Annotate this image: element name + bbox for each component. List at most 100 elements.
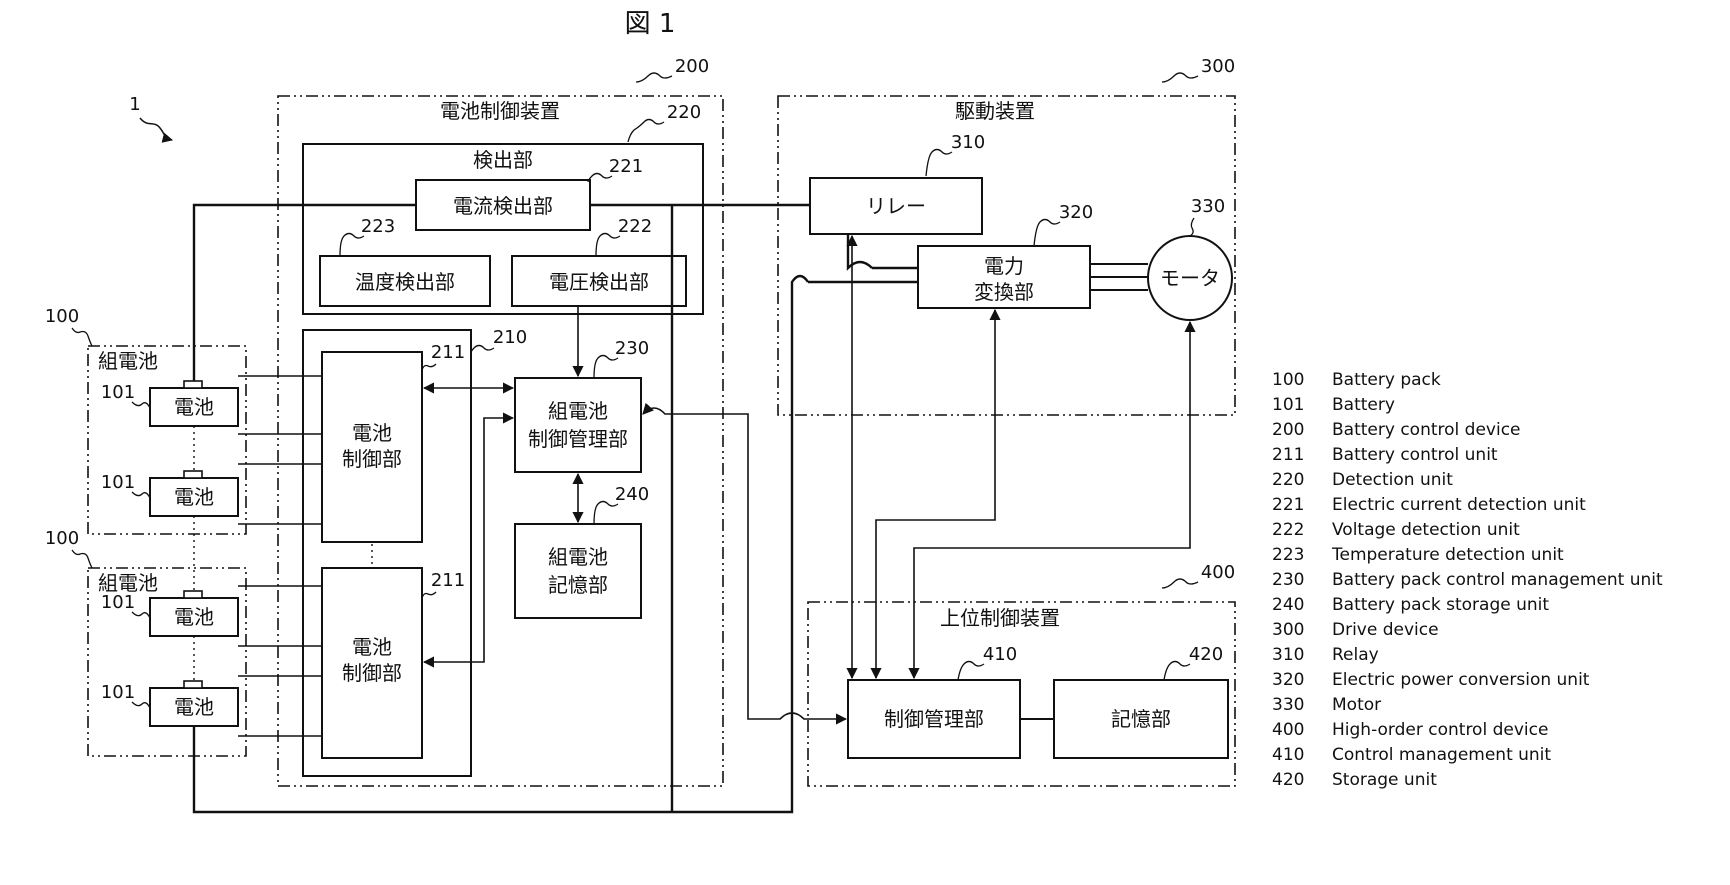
legend-text: High-order control device	[1332, 720, 1548, 740]
legend-number: 220	[1272, 470, 1304, 490]
ref-1: 1	[129, 94, 140, 115]
battery-control-unit-top-line1: 電池	[352, 421, 392, 445]
legend-text: Battery control device	[1332, 420, 1521, 440]
battery-1-label: 電池	[174, 395, 214, 419]
legend-number: 230	[1272, 570, 1304, 590]
legend-text: Electric power conversion unit	[1332, 670, 1590, 690]
legend-number: 310	[1272, 645, 1304, 665]
pack-management-ref: 230	[615, 338, 649, 359]
legend-number: 222	[1272, 520, 1304, 540]
battery-control-device-ref: 200	[675, 56, 709, 77]
motor-label: モータ	[1160, 266, 1220, 290]
battery-control-unit-bottom-line2: 制御部	[342, 661, 402, 685]
motor-ref: 330	[1191, 196, 1225, 217]
legend-text: Electric current detection unit	[1332, 495, 1586, 515]
legend-text: Motor	[1332, 695, 1381, 715]
battery-1-ref: 101	[101, 382, 135, 403]
battery-control-unit-bottom: 電池 制御部 211	[322, 568, 465, 758]
pack-management-line1: 組電池	[548, 399, 608, 423]
ref-1-leader	[140, 118, 172, 140]
battery-3-label: 電池	[174, 605, 214, 629]
legend-text: Control management unit	[1332, 745, 1551, 765]
drive-device-label: 駆動装置	[955, 99, 1035, 123]
pack-storage-ref: 240	[615, 484, 649, 505]
storage-ref: 420	[1189, 644, 1223, 665]
storage-unit: 記憶部 420	[1054, 644, 1228, 758]
high-order-control-device-ref: 400	[1201, 562, 1235, 583]
temperature-detection-ref: 223	[361, 216, 395, 237]
battery-3-ref: 101	[101, 592, 135, 613]
legend-text: Battery pack control management unit	[1332, 570, 1663, 590]
battery-control-unit-bottom-ref: 211	[431, 570, 465, 591]
legend-text: Temperature detection unit	[1331, 545, 1564, 565]
pack-management-unit: 組電池 制御管理部 230	[515, 338, 649, 472]
battery-3: 電池 101	[101, 591, 238, 636]
high-order-control-device-ref-leader	[1162, 579, 1198, 588]
legend-number: 200	[1272, 420, 1304, 440]
legend-text: Drive device	[1332, 620, 1439, 640]
legend-number: 420	[1272, 770, 1304, 790]
battery-control-device-label: 電池制御装置	[440, 99, 560, 123]
battery-4: 電池 101	[101, 681, 238, 726]
sense-lines	[238, 376, 322, 736]
legend-number: 221	[1272, 495, 1304, 515]
drive-device-ref-leader	[1162, 73, 1198, 82]
power-conversion-line2: 変換部	[974, 280, 1034, 304]
power-conversion-line1: 電力	[984, 254, 1024, 278]
voltage-detection-label: 電圧検出部	[549, 270, 649, 294]
relay-label: リレー	[866, 194, 926, 218]
legend-text: Battery pack storage unit	[1332, 595, 1549, 615]
battery-control-unit-top-ref: 211	[431, 342, 465, 363]
battery-2-ref: 101	[101, 472, 135, 493]
relay-ref: 310	[951, 132, 985, 153]
power-conversion-ref: 320	[1059, 202, 1093, 223]
drive-device-group: 駆動装置 300	[778, 56, 1235, 415]
legend-text: Battery control unit	[1332, 445, 1498, 465]
drive-device-ref: 300	[1201, 56, 1235, 77]
voltage-detection-ref: 222	[618, 216, 652, 237]
battery-control-unit-top: 電池 制御部 211	[322, 342, 465, 542]
legend-number: 300	[1272, 620, 1304, 640]
current-detection-ref: 221	[609, 156, 643, 177]
pack-storage-line2: 記憶部	[548, 573, 608, 597]
legend-text: Relay	[1332, 645, 1379, 665]
legend-number: 320	[1272, 670, 1304, 690]
battery-4-label: 電池	[174, 695, 214, 719]
battery-2: 電池 101	[101, 471, 238, 516]
legend-number: 400	[1272, 720, 1304, 740]
high-order-control-device-label: 上位制御装置	[940, 606, 1060, 630]
pack-storage-unit: 組電池 記憶部 240	[515, 484, 649, 618]
legend-text: Voltage detection unit	[1332, 520, 1520, 540]
legend-text: Detection unit	[1332, 470, 1453, 490]
legend-text: Battery	[1332, 395, 1395, 415]
temperature-detection-label: 温度検出部	[355, 270, 455, 294]
battery-pack-top-ref-leader	[72, 328, 92, 346]
current-detection-label: 電流検出部	[453, 194, 553, 218]
legend-text: Battery pack	[1332, 370, 1441, 390]
battery-control-device-ref-leader	[636, 73, 672, 82]
storage-label: 記憶部	[1111, 707, 1171, 731]
control-management-unit: 制御管理部 410	[848, 644, 1020, 758]
relay-unit: リレー 310	[810, 132, 985, 234]
battery-pack-top-ref: 100	[45, 306, 79, 327]
battery-pack-top-label: 組電池	[98, 349, 158, 373]
legend-number: 223	[1272, 545, 1304, 565]
figure-title: 図 1	[625, 9, 676, 39]
detection-unit-label: 検出部	[473, 148, 533, 172]
motor-unit: モータ 330	[1148, 196, 1232, 320]
legend-number: 101	[1272, 395, 1304, 415]
battery-control-unit-bottom-line1: 電池	[352, 635, 392, 659]
battery-pack-bottom-ref: 100	[45, 528, 79, 549]
battery-4-ref: 101	[101, 682, 135, 703]
legend-number: 330	[1272, 695, 1304, 715]
battery-pack-bottom-ref-leader	[72, 550, 92, 568]
pack-storage-line1: 組電池	[548, 545, 608, 569]
pack-management-line2: 制御管理部	[528, 427, 628, 451]
legend-number: 211	[1272, 445, 1304, 465]
legend-number: 240	[1272, 595, 1304, 615]
legend-number: 100	[1272, 370, 1304, 390]
legend: 100Battery pack101Battery200Battery cont…	[1272, 370, 1663, 790]
control-management-label: 制御管理部	[884, 707, 984, 731]
battery-2-label: 電池	[174, 485, 214, 509]
